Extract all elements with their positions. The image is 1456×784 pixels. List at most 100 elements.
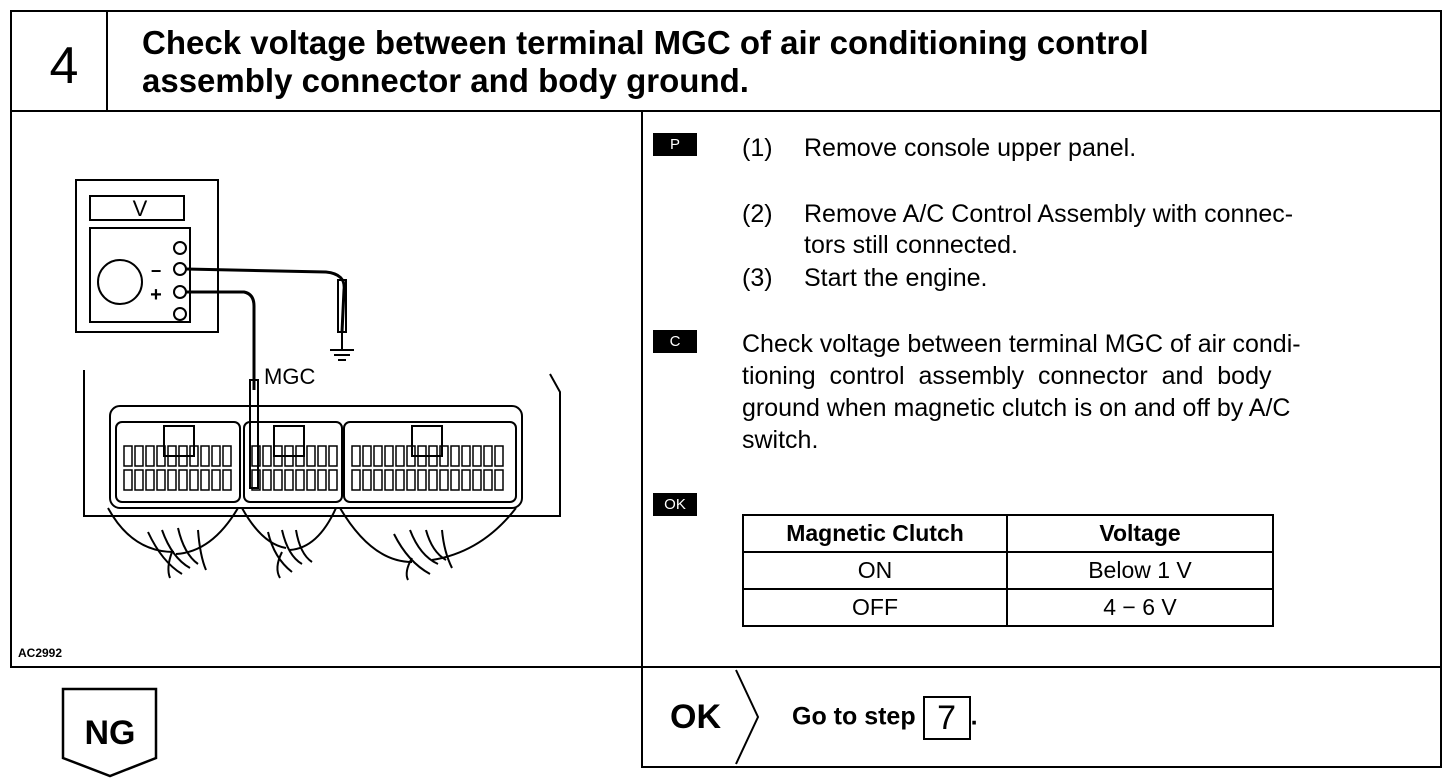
meter-terminal-minus [173, 262, 187, 276]
result-bottom-border [641, 766, 1442, 768]
table-header: Voltage [1006, 514, 1274, 553]
ok-result-label: OK [670, 698, 721, 736]
connector-frame [109, 405, 523, 509]
meter-terminal-1 [173, 241, 187, 255]
connector-pin [317, 469, 327, 491]
connector-pin [494, 445, 504, 467]
connector-block-1 [115, 421, 241, 503]
table-header-row: Magnetic Clutch Voltage [742, 514, 1274, 553]
connector-pin [123, 445, 133, 467]
step-3-number: (3) [742, 264, 773, 292]
step-1-text: Remove console upper panel. [804, 134, 1137, 162]
connector-pin [156, 445, 166, 467]
connector-pin [306, 469, 316, 491]
connector-pin [134, 445, 144, 467]
voltmeter-dial [97, 259, 143, 305]
probe-lead [186, 290, 256, 390]
connector-pin [134, 469, 144, 491]
connector-pin [167, 469, 177, 491]
connector-pin [351, 445, 361, 467]
ground-lead [185, 267, 346, 333]
connector-pin [417, 445, 427, 467]
connector-block-3 [343, 421, 517, 503]
minus-sign: − [151, 261, 162, 281]
connector-pin [317, 445, 327, 467]
connector-pin [483, 469, 493, 491]
connector-pin [472, 445, 482, 467]
connector-pin [167, 445, 177, 467]
connector-pin [373, 445, 383, 467]
ok-tag: OK [653, 493, 697, 516]
connector-block-2 [243, 421, 343, 503]
control-assembly-outline [83, 370, 561, 517]
connector-pin [428, 469, 438, 491]
prep-tag: P [653, 133, 697, 156]
connector-pin [295, 445, 305, 467]
connector-pin [450, 469, 460, 491]
connector-pin [200, 445, 210, 467]
connector-pin [472, 469, 482, 491]
connector-pin [189, 445, 199, 467]
connector-pin [328, 445, 338, 467]
connector-pin [251, 469, 261, 491]
connector-pins [123, 445, 504, 491]
check-line-1: Check voltage between terminal MGC of ai… [742, 330, 1301, 358]
voltmeter-display [89, 195, 185, 221]
header-box [10, 10, 1442, 112]
connector-pin [428, 445, 438, 467]
connector-pin [284, 469, 294, 491]
connector-pin [189, 469, 199, 491]
ng-label: NG [85, 714, 136, 752]
title-line-2: assembly connector and body ground. [142, 62, 749, 99]
connector-pin [262, 445, 272, 467]
connector-pin [251, 445, 261, 467]
goto-text: Go to step [792, 702, 916, 731]
check-line-3: ground when magnetic clutch is on and of… [742, 394, 1291, 422]
figure-code: AC2992 [18, 646, 62, 660]
connector-pin [483, 445, 493, 467]
connector-pin [362, 469, 372, 491]
check-tag: C [653, 330, 697, 353]
connector-pin [384, 469, 394, 491]
goto-step-link[interactable]: 7 [922, 696, 971, 740]
step-number: 4 [49, 37, 79, 95]
connector-pin [262, 469, 272, 491]
voltmeter-body [75, 179, 219, 333]
connector-pin [156, 469, 166, 491]
table-row: ON Below 1 V [742, 551, 1274, 590]
connector-pin [494, 469, 504, 491]
step-3-text: Start the engine. [804, 264, 988, 292]
connector-pin [406, 445, 416, 467]
connector-pin [362, 445, 372, 467]
table-cell: Below 1 V [1006, 551, 1274, 590]
body-center-divider [641, 110, 643, 768]
table-cell: OFF [742, 588, 1008, 627]
connector-pin [328, 469, 338, 491]
body-right-border [1440, 110, 1442, 768]
wiring-diagram: V − + MGC AC2992 [18, 179, 561, 660]
table-row: OFF 4 − 6 V [742, 588, 1274, 627]
connector-pin [211, 469, 221, 491]
connector-pin [211, 445, 221, 467]
connector-pin [222, 469, 232, 491]
mgc-probe [249, 379, 259, 489]
connector-pin [145, 445, 155, 467]
header-divider [106, 10, 108, 112]
connector-pin [306, 445, 316, 467]
connector-pin [178, 469, 188, 491]
connector-pin [450, 445, 460, 467]
connector-pin [395, 469, 405, 491]
connector-pin [145, 469, 155, 491]
connector-pin [222, 445, 232, 467]
goto-instruction: Go to step 7. [792, 696, 978, 740]
connector-pin [200, 469, 210, 491]
plus-sign: + [150, 284, 162, 306]
connector-pin [273, 469, 283, 491]
connector-pin [461, 469, 471, 491]
connector-pin [284, 445, 294, 467]
ok-arrow-divider [735, 669, 760, 765]
meter-terminal-4 [173, 307, 187, 321]
page-title: Check voltage between terminal MGC of ai… [142, 24, 1402, 100]
connector-pin [178, 445, 188, 467]
connector-pin [373, 469, 383, 491]
